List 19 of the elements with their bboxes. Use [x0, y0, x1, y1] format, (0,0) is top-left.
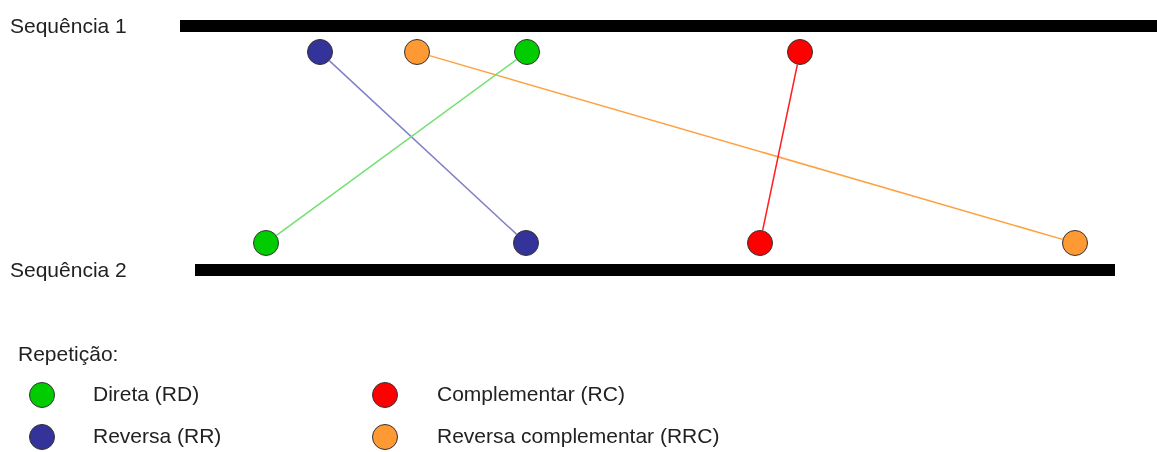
circle-marker: [747, 230, 773, 256]
legend-text: Direta (RD): [93, 382, 200, 406]
connector-line: [328, 60, 518, 235]
circle-marker: [253, 230, 279, 256]
legend-text: Complementar (RC): [437, 382, 625, 406]
legend-text: Reversa (RR): [93, 424, 222, 448]
connector-line: [761, 63, 799, 232]
sequence-label: Sequência 2: [10, 258, 127, 282]
connector-line: [428, 54, 1064, 241]
circle-marker: [307, 39, 333, 65]
legend-heading: Repetição:: [18, 342, 119, 366]
circle-marker: [513, 230, 539, 256]
circle-marker: [514, 39, 540, 65]
legend-text: Reversa complementar (RRC): [437, 424, 720, 448]
circle-marker: [787, 39, 813, 65]
circle-marker: [404, 39, 430, 65]
connector-line: [275, 58, 518, 237]
sequence-label: Sequência 1: [10, 14, 127, 38]
circle-marker: [1062, 230, 1088, 256]
